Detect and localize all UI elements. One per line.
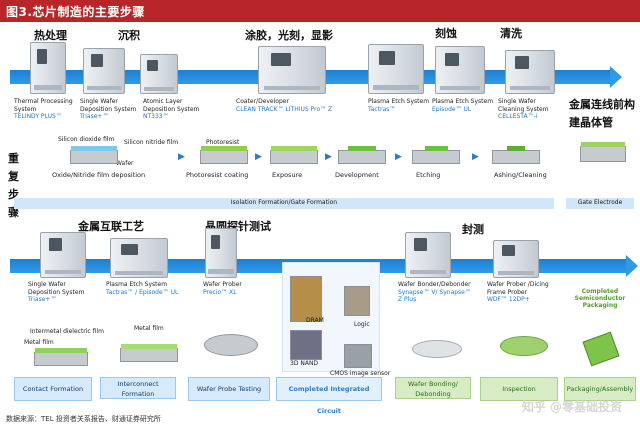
logic-chip xyxy=(344,286,370,316)
bonding-box: Wafer Bonding/ Debonding xyxy=(395,377,471,399)
title-deposition: 沉积 xyxy=(118,29,140,42)
silicon-dioxide-label: Silicon dioxide film xyxy=(58,136,115,143)
step-arrow-1: ▶ xyxy=(178,152,185,162)
probe-wafer-diagram xyxy=(204,334,258,356)
title-packaging: 封测 xyxy=(462,223,484,236)
contact-diagram xyxy=(34,348,88,366)
title-metal-interconnect: 金属互联工艺 xyxy=(78,220,144,233)
figure-title: 图3.芯片制造的主要步骤 xyxy=(6,5,145,19)
metal-film-label-b: Metal film xyxy=(134,325,164,332)
completed-ic-box: Completed Integrated Circuit xyxy=(276,377,382,415)
completed-packaging-text: Completed Semiconductor Packaging xyxy=(574,288,626,309)
ashing-diagram xyxy=(492,146,540,164)
film-deposition-diagram xyxy=(70,146,118,164)
interconnect-formation-box: Interconnect Formation xyxy=(100,377,176,399)
gate-electrode-band: Gate Electrode xyxy=(566,198,634,209)
logic-label: Logic xyxy=(354,321,370,328)
step-label-etching: Etching xyxy=(416,171,441,179)
dram-chip xyxy=(290,276,322,322)
inspection-diagram xyxy=(500,336,548,356)
coater-developer-image xyxy=(258,46,326,94)
dram-label: DRAM xyxy=(306,317,324,324)
wafer-probe-testing-box: Wafer Probe Testing xyxy=(188,377,270,401)
interconnect-diagram xyxy=(120,344,178,362)
watermark: 知乎 @零基础投资 xyxy=(521,400,622,414)
step-label-exposure: Exposure xyxy=(272,171,303,179)
episode-image xyxy=(435,46,485,94)
step-label-deposition: Oxide/Nitride film deposition xyxy=(52,171,146,179)
precio-image xyxy=(205,228,237,278)
nand-label: 3D NAND xyxy=(290,360,319,367)
isolation-gate-band: Isolation Formation/Gate Formation xyxy=(14,198,554,209)
thermal-system-image xyxy=(30,42,66,94)
etching-diagram xyxy=(412,146,460,164)
tactras-episode-image xyxy=(110,238,168,278)
cmos-label: CMOS image sensor xyxy=(330,370,391,377)
contact-formation-box: Contact Formation xyxy=(14,377,92,401)
packaging-assembly-box: Packaging/Assembly xyxy=(564,377,636,401)
inspection-box: Inspection xyxy=(480,377,558,401)
source-footnote: 数据来源：TEL 投资者关系报告、财通证券研究所 xyxy=(6,415,161,423)
step-arrow-4: ▶ xyxy=(395,152,402,162)
synapse-image xyxy=(405,232,451,278)
tactras-image xyxy=(368,44,424,94)
photoresist-label: Photoresist xyxy=(206,139,240,146)
triase-image xyxy=(40,232,86,278)
package-chip-diagram xyxy=(582,331,620,367)
repeat-steps-label: 重复步骤 xyxy=(8,152,19,219)
gate-electrode-diagram xyxy=(580,142,626,162)
title-clean: 清洗 xyxy=(500,27,522,40)
header-bar: 图3.芯片制造的主要步骤 xyxy=(0,0,640,22)
bonding-diagram xyxy=(412,340,462,358)
step-label-photoresist: Photoresist coating xyxy=(186,171,249,179)
single-wafer-depo-image xyxy=(83,48,125,94)
title-litho: 涂胶，光刻，显影 xyxy=(245,29,333,42)
wafer-label: Wafer xyxy=(116,160,134,167)
step-label-ashing: Ashing/Cleaning xyxy=(494,171,547,179)
wdf-image xyxy=(493,240,539,278)
cmos-chip xyxy=(344,344,372,368)
intermetal-label: Intermetal dielectric film xyxy=(30,328,104,335)
cellesta-image xyxy=(505,50,555,94)
exposure-diagram xyxy=(270,146,318,164)
title-etch: 刻蚀 xyxy=(435,27,457,40)
step-arrow-5: ▶ xyxy=(472,152,479,162)
gate-title: 金属连线前构建晶体管 xyxy=(569,98,635,129)
step-arrow-2: ▶ xyxy=(255,152,262,162)
step-label-development: Development xyxy=(335,171,379,179)
ald-system-image xyxy=(140,54,178,94)
title-heat-treatment: 热处理 xyxy=(34,29,67,42)
photoresist-diagram xyxy=(200,146,248,164)
nand-chip xyxy=(290,330,322,360)
metal-film-label-a: Metal film xyxy=(24,339,54,346)
step-arrow-3: ▶ xyxy=(325,152,332,162)
development-diagram xyxy=(338,146,386,164)
silicon-nitride-label: Silicon nitride film xyxy=(124,139,179,146)
